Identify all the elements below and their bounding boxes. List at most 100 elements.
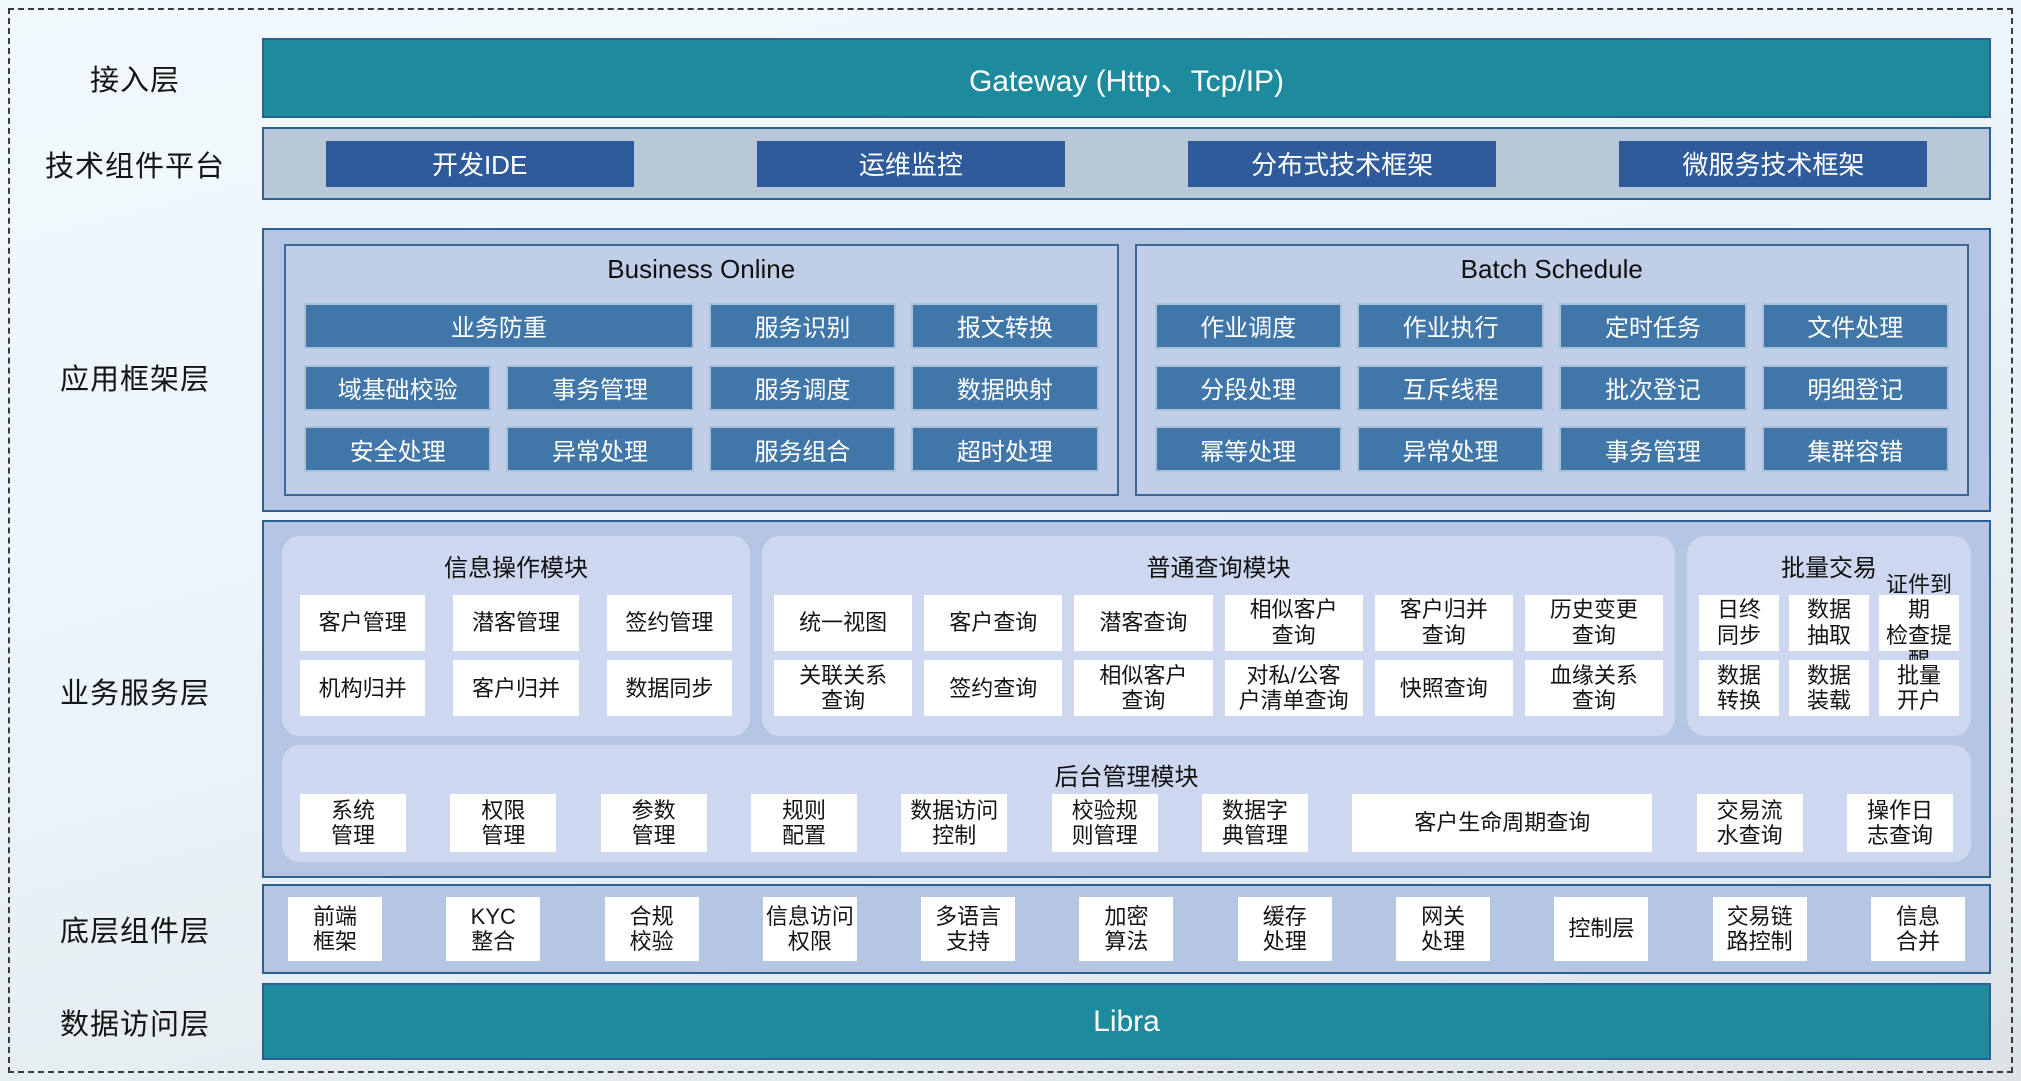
info-module-box: 数据同步 (606, 660, 732, 717)
admin-module-list: 系统 管理权限 管理参数 管理规则 配置数据访问 控制校验规 则管理数据字 典管… (294, 794, 1959, 852)
admin-module-box: 校验规 则管理 (1051, 794, 1158, 852)
query-module-box: 相似客户 查询 (1224, 594, 1363, 651)
query-module-box: 客户归并 查询 (1374, 594, 1513, 651)
admin-module-box: 参数 管理 (600, 794, 707, 852)
batch-trade-box: 证件到期 检查提醒 (1879, 572, 1959, 673)
base-component-box: 信息 合并 (1870, 897, 1965, 961)
query-module-box: 相似客户 查询 (1074, 660, 1213, 717)
admin-module-box: 客户生命周期查询 (1352, 794, 1653, 852)
query-module-box: 对私/公客 户清单查询 (1224, 660, 1363, 717)
layer-label-data-access: 数据访问层 (59, 1008, 210, 1041)
base-components-panel: 前端 框架 KYC 整合合规 校验信息访问 权限多语言 支持加密 算法缓存 处理网… (262, 884, 1991, 974)
admin-module-box: 交易流 水查询 (1696, 794, 1803, 852)
base-component-box: 前端 框架 (288, 897, 382, 961)
batch-schedule-box: 批次登记 (1559, 364, 1747, 411)
base-component-box: 缓存 处理 (1237, 897, 1332, 961)
batch-trade-box: 批量 开户 (1879, 660, 1959, 717)
business-online-box: 超时处理 (911, 426, 1099, 473)
base-component-box: 控制层 (1554, 897, 1649, 961)
batch-trade-box: 数据 抽取 (1789, 594, 1869, 651)
tech-component-box: 运维监控 (756, 140, 1065, 187)
tech-component-box: 分布式技术框架 (1188, 140, 1497, 187)
info-operation-module-group: 信息操作模块 客户管理潜客管理签约管理机构归并客户归并数据同步 (282, 536, 750, 736)
business-online-box: 业务防重 (304, 302, 694, 349)
base-component-box: 网关 处理 (1396, 897, 1491, 961)
batch-schedule-box: 作业调度 (1154, 302, 1342, 349)
admin-module-box: 系统 管理 (300, 794, 406, 852)
data-access-bar: Libra (262, 983, 1991, 1060)
admin-module-box: 操作日 志查询 (1846, 794, 1953, 852)
batch-trade-box: 数据 装载 (1789, 660, 1869, 717)
layer-label-business-service: 业务服务层 (59, 678, 210, 710)
common-query-module-title: 普通查询模块 (1146, 555, 1291, 582)
batch-schedule-grid: 作业调度作业执行定时任务文件处理分段处理互斥线程批次登记明细登记幂等处理异常处理… (1137, 287, 1968, 494)
batch-schedule-title: Batch Schedule (1460, 254, 1643, 284)
tech-platform-list: 开发IDE 运维监控 分布式技术框架 微服务技术框架 (264, 140, 1989, 187)
base-component-box: 多语言 支持 (921, 897, 1016, 961)
batch-trade-box: 数据 转换 (1699, 660, 1779, 717)
admin-module-title: 后台管理模块 (1054, 764, 1199, 791)
query-module-box: 关联关系 查询 (774, 660, 913, 717)
batch-schedule-box: 作业执行 (1356, 302, 1545, 349)
business-online-box: 域基础校验 (304, 364, 492, 411)
tech-component-box: 微服务技术框架 (1619, 140, 1928, 187)
layer-label-app-framework: 应用框架层 (59, 364, 210, 396)
batch-schedule-box: 异常处理 (1356, 426, 1545, 473)
layer-label-base-components: 底层组件层 (59, 916, 210, 948)
business-online-box: 服务识别 (708, 302, 897, 349)
layer-label-tech-platform: 技术组件平台 (44, 150, 225, 183)
base-component-box: 交易链 路控制 (1712, 897, 1807, 961)
business-service-top-row: 信息操作模块 客户管理潜客管理签约管理机构归并客户归并数据同步 普通查询模块 统… (282, 536, 1971, 736)
query-module-box: 客户查询 (924, 594, 1063, 651)
common-query-module-group: 普通查询模块 统一视图客户查询潜客查询相似客户 查询客户归并 查询历史变更 查询… (762, 536, 1675, 736)
base-components-list: 前端 框架 KYC 整合合规 校验信息访问 权限多语言 支持加密 算法缓存 处理网… (288, 897, 1965, 961)
gateway-text: Gateway (Http、Tcp/IP) (968, 65, 1285, 98)
info-module-box: 潜客管理 (453, 594, 579, 651)
info-module-box: 机构归并 (300, 660, 426, 717)
batch-trade-title: 批量交易 (1781, 555, 1877, 582)
query-module-box: 潜客查询 (1074, 594, 1213, 651)
business-online-grid: 业务防重服务识别报文转换域基础校验事务管理服务调度数据映射安全处理异常处理服务组… (286, 287, 1117, 494)
business-online-box: 安全处理 (304, 426, 492, 473)
batch-schedule-box: 互斥线程 (1356, 364, 1545, 411)
admin-module-box: 权限 管理 (450, 794, 557, 852)
admin-module-box: 数据字 典管理 (1201, 794, 1308, 852)
batch-schedule-panel: Batch Schedule 作业调度作业执行定时任务文件处理分段处理互斥线程批… (1134, 244, 1969, 496)
libra-text: Libra (1093, 1004, 1160, 1038)
business-online-box: 报文转换 (911, 302, 1099, 349)
admin-module-group: 后台管理模块 系统 管理权限 管理参数 管理规则 配置数据访问 控制校验规 则管… (282, 745, 1971, 862)
query-module-box: 血缘关系 查询 (1524, 660, 1663, 717)
query-module-box: 签约查询 (924, 660, 1063, 717)
base-component-box: 合规 校验 (604, 897, 699, 961)
app-framework-panel: Business Online 业务防重服务识别报文转换域基础校验事务管理服务调… (262, 228, 1991, 512)
admin-module-box: 规则 配置 (750, 794, 857, 852)
batch-schedule-box: 定时任务 (1559, 302, 1747, 349)
query-module-box: 统一视图 (774, 594, 913, 651)
tech-component-box: 开发IDE (325, 140, 634, 187)
business-service-panel: 信息操作模块 客户管理潜客管理签约管理机构归并客户归并数据同步 普通查询模块 统… (262, 520, 1991, 878)
common-query-module-grid: 统一视图客户查询潜客查询相似客户 查询客户归并 查询历史变更 查询关联关系 查询… (774, 585, 1663, 726)
info-module-box: 签约管理 (606, 594, 732, 651)
business-online-title: Business Online (607, 254, 796, 284)
business-online-box: 服务组合 (708, 426, 897, 473)
query-module-box: 历史变更 查询 (1524, 594, 1663, 651)
tech-platform-panel: 开发IDE 运维监控 分布式技术框架 微服务技术框架 (262, 127, 1991, 200)
base-component-box: 信息访问 权限 (762, 897, 857, 961)
info-operation-module-title: 信息操作模块 (444, 555, 588, 582)
batch-schedule-box: 集群容错 (1761, 426, 1949, 473)
business-online-box: 数据映射 (911, 364, 1099, 411)
batch-schedule-box: 分段处理 (1154, 364, 1342, 411)
batch-schedule-box: 幂等处理 (1154, 426, 1342, 473)
gateway-bar: Gateway (Http、Tcp/IP) (262, 38, 1991, 118)
base-component-box: 加密 算法 (1079, 897, 1174, 961)
base-component-box: KYC 整合 (446, 897, 541, 961)
info-module-box: 客户管理 (300, 594, 426, 651)
query-module-box: 快照查询 (1374, 660, 1513, 717)
business-online-box: 异常处理 (506, 426, 694, 473)
info-operation-module-grid: 客户管理潜客管理签约管理机构归并客户归并数据同步 (294, 585, 738, 726)
info-module-box: 客户归并 (453, 660, 579, 717)
batch-schedule-box: 明细登记 (1761, 364, 1949, 411)
